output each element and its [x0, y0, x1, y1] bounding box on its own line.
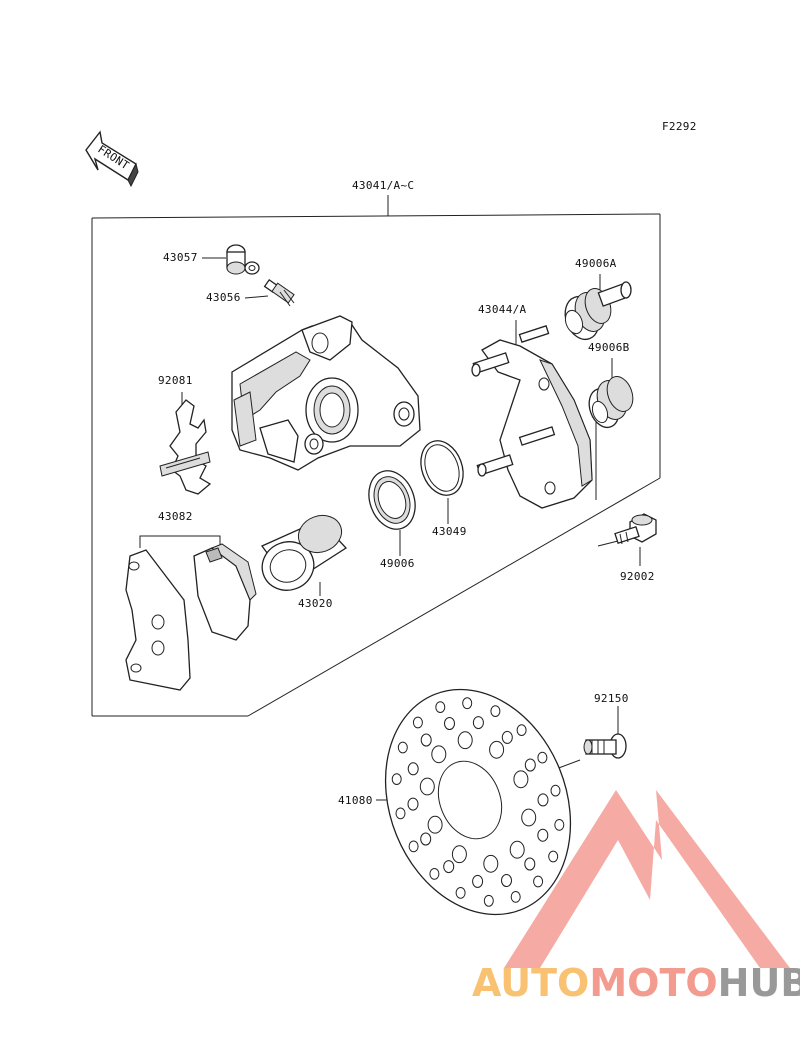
- disc-41080: [384, 688, 572, 916]
- watermark-auto: AUTO: [472, 961, 589, 1005]
- disc-holes: [391, 697, 565, 907]
- label-seal-dust: 43049: [432, 525, 467, 538]
- bleeder-43056: [263, 278, 295, 307]
- label-boot-a: 49006A: [575, 257, 617, 270]
- seal-43049: [420, 440, 464, 496]
- disc-hole: [501, 874, 512, 887]
- disc-hole: [548, 850, 559, 863]
- disc-hole: [420, 733, 432, 747]
- disc-hole: [524, 758, 536, 772]
- label-bolt-caliper: 92002: [620, 570, 655, 583]
- label-holder: 43044/A: [478, 303, 527, 316]
- disc-hole: [521, 808, 537, 827]
- label-cap: 43057: [163, 251, 198, 264]
- label-bolt-disc: 92150: [594, 692, 629, 705]
- disc-hole: [509, 840, 525, 859]
- disc-hole: [501, 730, 513, 744]
- disc-hole: [462, 697, 473, 710]
- disc-hole: [429, 868, 440, 880]
- disc-hole: [419, 777, 435, 796]
- assembly-frame: [91, 195, 661, 717]
- label-caliper-assy: 43041/A~C: [352, 179, 414, 192]
- watermark-hub: HUB: [718, 961, 800, 1005]
- figure-code: F2292: [662, 120, 697, 133]
- disc-hole: [513, 770, 529, 789]
- disc-hole: [431, 745, 447, 764]
- front-arrow-icon: FRONT: [85, 130, 139, 188]
- disc-hole: [537, 751, 548, 764]
- disc-hole: [420, 832, 432, 846]
- bolt-92150: [583, 733, 627, 759]
- label-bleeder: 43056: [206, 291, 241, 304]
- disc-hole: [443, 860, 455, 874]
- seal-49006: [368, 470, 416, 530]
- disc-hole: [483, 894, 494, 907]
- boot-49006a: [564, 281, 632, 341]
- watermark-moto: MOTO: [589, 961, 717, 1005]
- disc-hole: [533, 875, 544, 888]
- disc-hole: [407, 762, 419, 776]
- spring-92081: [159, 399, 212, 495]
- disc-hole: [489, 740, 505, 759]
- disc-hole: [483, 854, 499, 873]
- disc-hole: [391, 773, 402, 785]
- label-spring: 92081: [158, 374, 193, 387]
- disc-hole: [550, 784, 561, 797]
- pads-43082: [125, 543, 257, 691]
- disc-hole: [537, 828, 549, 842]
- cap-43057: [226, 244, 260, 275]
- watermark-triangle-icon: [504, 790, 790, 968]
- disc-hole: [510, 891, 521, 903]
- label-disc: 41080: [338, 794, 373, 807]
- disc-hole: [457, 731, 473, 750]
- disc-hole: [407, 797, 419, 811]
- caliper-body: [231, 315, 421, 471]
- disc-hole: [472, 874, 484, 888]
- disc-hole: [524, 857, 536, 871]
- holder-43044: [471, 325, 597, 509]
- piston-43020: [260, 514, 348, 591]
- disc-hole: [537, 793, 549, 807]
- boot-49006b: [588, 376, 634, 429]
- disc-hole: [516, 724, 527, 736]
- label-piston: 43020: [298, 597, 333, 610]
- bolt-92002: [614, 513, 657, 545]
- disc-hole: [395, 807, 406, 820]
- disc-hole: [451, 845, 467, 864]
- label-pads: 43082: [158, 510, 193, 523]
- disc-hole: [554, 819, 565, 831]
- leader-lines: [139, 257, 641, 801]
- label-seal-piston: 49006: [380, 557, 415, 570]
- disc-hole: [444, 717, 455, 730]
- disc-hole: [435, 701, 446, 713]
- disc-hole: [397, 741, 408, 754]
- disc-hole: [472, 716, 484, 730]
- disc-hole: [427, 815, 443, 834]
- label-boot-b: 49006B: [588, 341, 630, 354]
- disc-hole: [455, 887, 466, 899]
- watermark-logo: AUTOMOTOHUB: [472, 790, 800, 1005]
- disc-hole: [490, 705, 501, 717]
- svg-text:AUTOMOTOHUB: AUTOMOTOHUB: [472, 961, 800, 1005]
- disc-hole: [408, 840, 419, 853]
- disc-hole: [412, 716, 423, 729]
